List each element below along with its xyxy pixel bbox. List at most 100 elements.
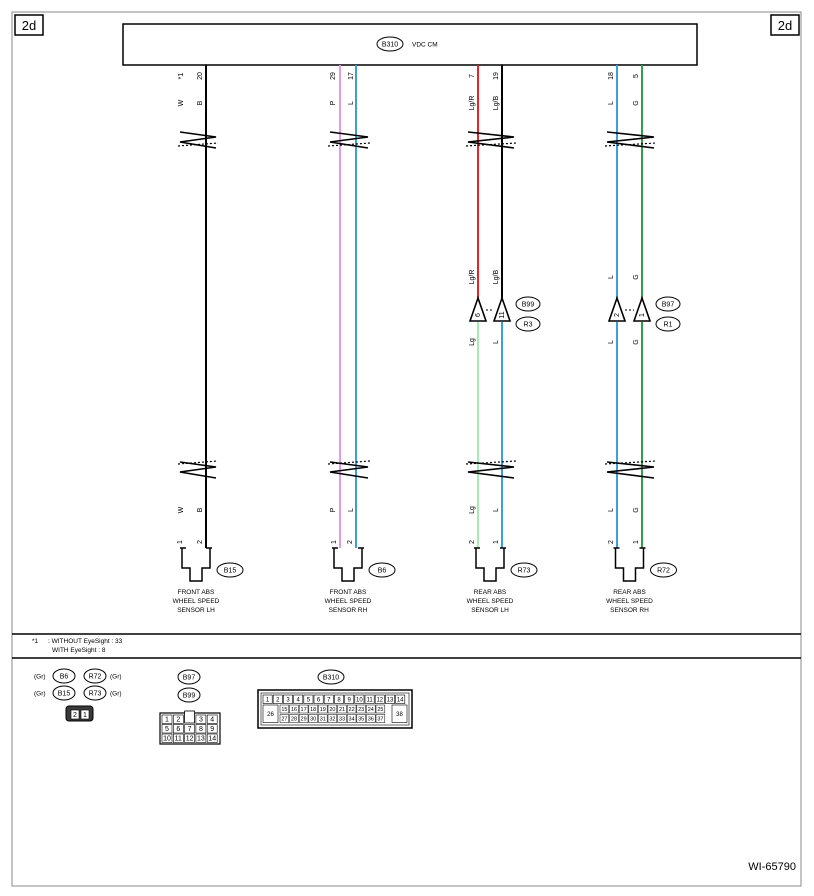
break-lower-1-zigzag	[329, 461, 369, 479]
break-lower-1-dash	[327, 460, 371, 465]
legend-module-bottom-pin-0: 27	[281, 717, 287, 723]
legend-module-mid-box-5	[327, 704, 338, 714]
sensor-3-connector	[614, 548, 645, 582]
break-upper-1-zigzag	[329, 131, 369, 149]
legend-module-left-big-box	[262, 704, 279, 723]
wire-code-lower-w3: P	[330, 507, 337, 512]
pin-number-w1: *1	[178, 73, 185, 80]
mid-lower-code-0-0: Lg	[469, 338, 476, 346]
legend-small-right-color-0: (Gr)	[110, 674, 122, 681]
page-tag-left-box	[14, 14, 44, 36]
legend-module-mid-pin-4: 19	[320, 707, 326, 713]
legend-module-top-box-0	[262, 694, 273, 704]
mid-connector-0-id-b: R3	[524, 322, 533, 329]
sensor-0-label-2: SENSOR LH	[177, 607, 215, 614]
wire-code-lower-w5: Lg	[469, 506, 476, 514]
legend-module-top-pin-1: 2	[276, 698, 280, 704]
sensor-2-id: R73	[518, 568, 531, 575]
module-pin-labels: *1WW20BB29PP17LL7Lg/RLg19Lg/BL18LL5GGLg/…	[178, 72, 640, 514]
legend-relay-pin-0-3: 3	[199, 717, 203, 724]
legend-relay-pin-1-4: 9	[210, 726, 214, 733]
legend-module-mid-box-7	[346, 704, 357, 714]
legend-module-bottom-pin-4: 31	[320, 717, 326, 723]
legend-relay-pin-box-2-0	[161, 733, 173, 743]
wire-code-lower-w6: L	[493, 508, 500, 512]
legend-module-top-box-2	[283, 694, 293, 704]
module-box	[122, 23, 698, 66]
legend-module-top-box-6	[323, 694, 334, 704]
legend-small-right-color-1: (Gr)	[110, 691, 122, 698]
mid-connector-1-pin-0: 2	[614, 313, 621, 317]
break-upper-2-dash	[465, 142, 517, 147]
legend-module-top-box-10	[364, 694, 375, 704]
sensor-2-label-2: SENSOR LH	[471, 607, 509, 614]
sensor-1-id-oval	[368, 562, 396, 578]
break-upper-0-zigzag	[179, 131, 217, 149]
sensor-0-pin-a: 1	[177, 540, 184, 544]
legend-module-bottom-box-7	[346, 714, 357, 723]
legend-module-top-pin-5: 6	[317, 698, 321, 704]
legend-small-right-id-1: R73	[89, 691, 102, 698]
legend-module-id: B310	[323, 675, 339, 682]
sensor-0-id: B15	[224, 568, 237, 575]
mid-upper-code-1-0: L	[608, 275, 615, 279]
pin-number-w6: 19	[493, 72, 500, 80]
legend-relay-pin-1-2: 7	[188, 726, 192, 733]
legend-module-bottom-pin-5: 32	[329, 717, 335, 723]
wire-code-upper-w7: L	[608, 101, 615, 105]
sensor-3-pin-a: 2	[608, 540, 615, 544]
legend-module-top-box-11	[374, 694, 385, 704]
legend-relay-pin-2-3: 13	[197, 736, 205, 743]
wire-code-upper-w4: L	[348, 101, 355, 105]
break-lower-0-zigzag	[179, 461, 217, 479]
legend-module-bottom-pin-1: 28	[291, 717, 297, 723]
legend-module-mid-box-3	[308, 704, 318, 714]
wire-code-lower-w8: G	[633, 507, 640, 512]
legend-module-mid-pin-10: 25	[377, 707, 383, 713]
legend-relay-pin-1-3: 8	[199, 726, 203, 733]
mid-connector-1-id-a: B97	[662, 302, 675, 309]
mid-connector-1-id-oval-b	[655, 316, 681, 332]
legend-module-top-pin-4: 5	[307, 698, 311, 704]
legend-small-pin-box-0	[70, 709, 80, 720]
legend-module-mid-pin-5: 20	[329, 707, 335, 713]
break-upper-1-dash	[327, 142, 371, 147]
legend-module-mid-pin-7: 22	[349, 707, 355, 713]
diagram-code: WI-65790	[748, 861, 796, 873]
legend-module-bottom-box-5	[327, 714, 338, 723]
legend-small-right-oval-1	[83, 685, 107, 701]
legend-module-top-pin-13: 14	[397, 698, 404, 704]
mid-upper-code-0-0: Lg/R	[469, 270, 476, 285]
legend-relay-pin-2-0: 10	[163, 736, 171, 743]
mid-connector-0-triangle-0	[468, 295, 488, 322]
page-tag-right-box	[770, 14, 800, 36]
legend-module-top-pin-2: 3	[286, 698, 290, 704]
note-line-2: WITH EyeSight : 8	[52, 647, 106, 654]
legend-module-mid-box-0	[279, 704, 290, 714]
legend-module-bottom-pin-6: 33	[339, 717, 345, 723]
legend-module-bottom-box-6	[337, 714, 347, 723]
legend-module-bottom-pin-7: 34	[349, 717, 355, 723]
sensor-0-label-1: WHEEL SPEED	[173, 598, 220, 605]
break-upper-3-dash	[604, 142, 657, 147]
legend-module-mid-pin-3: 18	[310, 707, 316, 713]
sensor-3-pin-b: 1	[633, 540, 640, 544]
legend-module-mid-pin-1: 16	[291, 707, 297, 713]
legend-module-mid-pin-2: 17	[301, 707, 307, 713]
legend-module-bottom-box-4	[318, 714, 328, 723]
break-lower-3-dash	[604, 460, 657, 465]
sensor-0-pin-b: 2	[197, 540, 204, 544]
mid-connector-0-pin-1: 11	[499, 311, 506, 318]
mid-connector-0-id-oval-a	[515, 296, 541, 312]
legend-relay-id-1: B99	[183, 693, 196, 700]
legend-small-left-color-0: (Gr)	[34, 674, 46, 681]
legend-small-left-id-1: B15	[58, 691, 71, 698]
legend-relay-pin-box-1-3	[195, 724, 207, 734]
legend-module-mid-box-4	[318, 704, 328, 714]
legend-module-top-box-1	[272, 694, 283, 704]
legend-small-pin-0: 2	[73, 712, 77, 719]
sensor-3-id: R72	[657, 568, 670, 575]
sensor-3-label-1: WHEEL SPEED	[606, 598, 653, 605]
mid-connector-0-id-oval-b	[515, 316, 541, 332]
